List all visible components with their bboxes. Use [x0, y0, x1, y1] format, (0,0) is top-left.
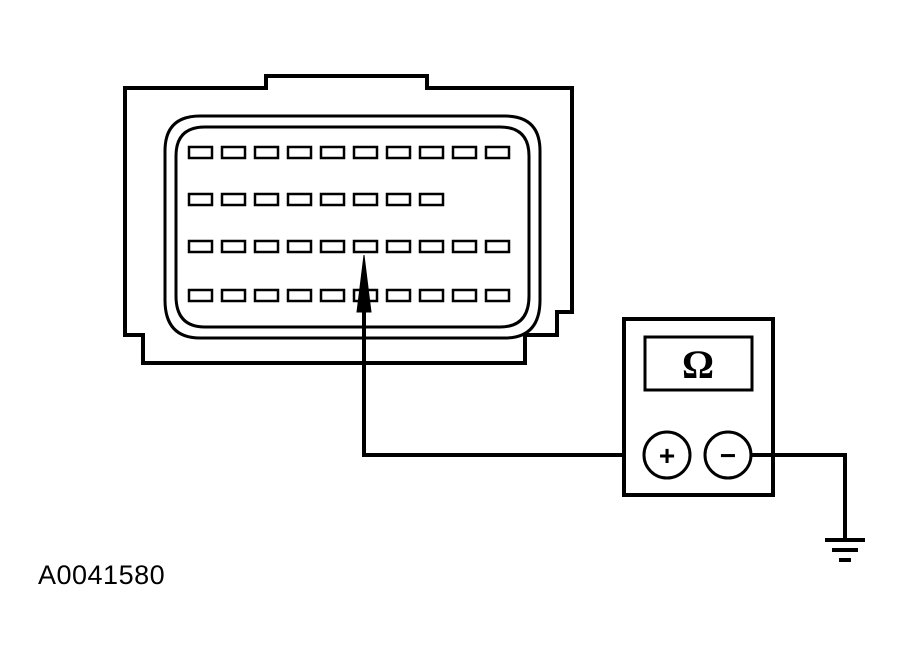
pin-cavity: [319, 288, 346, 303]
connector-pins: [187, 145, 511, 303]
ohm-symbol: Ω: [682, 342, 714, 387]
pin-cavity: [319, 145, 346, 160]
pin-cavity: [187, 239, 214, 254]
pin-cavity: [385, 288, 412, 303]
pin-cavity: [220, 239, 247, 254]
pin-cavity: [187, 145, 214, 160]
pin-cavity: [484, 145, 511, 160]
connector-shroud-inner: [174, 125, 531, 329]
pin-cavity: [484, 239, 511, 254]
pin-cavity: [319, 192, 346, 207]
probe-lead-wire: [362, 300, 642, 457]
pin-cavity: [451, 239, 478, 254]
pin-cavity: [418, 288, 445, 303]
pin-cavity: [385, 239, 412, 254]
pin-cavity: [484, 288, 511, 303]
pin-cavity: [220, 192, 247, 207]
pin-cavity: [418, 239, 445, 254]
negative-terminal-label: −: [720, 440, 736, 471]
connector-housing: [123, 74, 574, 365]
positive-terminal: [642, 430, 692, 480]
probe-tip: [356, 254, 372, 313]
multimeter-display: [643, 335, 754, 392]
ground-lead-wire: [751, 453, 847, 540]
pin-cavity: [451, 145, 478, 160]
pin-cavity: [220, 288, 247, 303]
figure-id-label: A0041580: [38, 560, 166, 590]
pin-cavity: [286, 288, 313, 303]
pin-cavity: [253, 239, 280, 254]
pin-cavity: [187, 288, 214, 303]
pin-cavity: [352, 192, 379, 207]
pin-cavity: [253, 192, 280, 207]
pin-cavity: [253, 145, 280, 160]
ground-icon: [825, 538, 865, 562]
positive-terminal-label: +: [659, 440, 675, 471]
pin-cavity: [418, 145, 445, 160]
pin-cavity: [286, 239, 313, 254]
pin-cavity: [385, 145, 412, 160]
pin-cavity: [451, 288, 478, 303]
pin-cavity: [286, 192, 313, 207]
pin-cavity: [385, 192, 412, 207]
pin-cavity: [187, 192, 214, 207]
probed-pin-cavity: [352, 239, 379, 254]
pin-cavity: [418, 192, 445, 207]
connector-shroud-outer: [163, 114, 542, 340]
pin-cavity: [352, 145, 379, 160]
pin-cavity: [286, 145, 313, 160]
pin-cavity: [220, 145, 247, 160]
pin-cavity: [319, 239, 346, 254]
pin-cavity: [253, 288, 280, 303]
